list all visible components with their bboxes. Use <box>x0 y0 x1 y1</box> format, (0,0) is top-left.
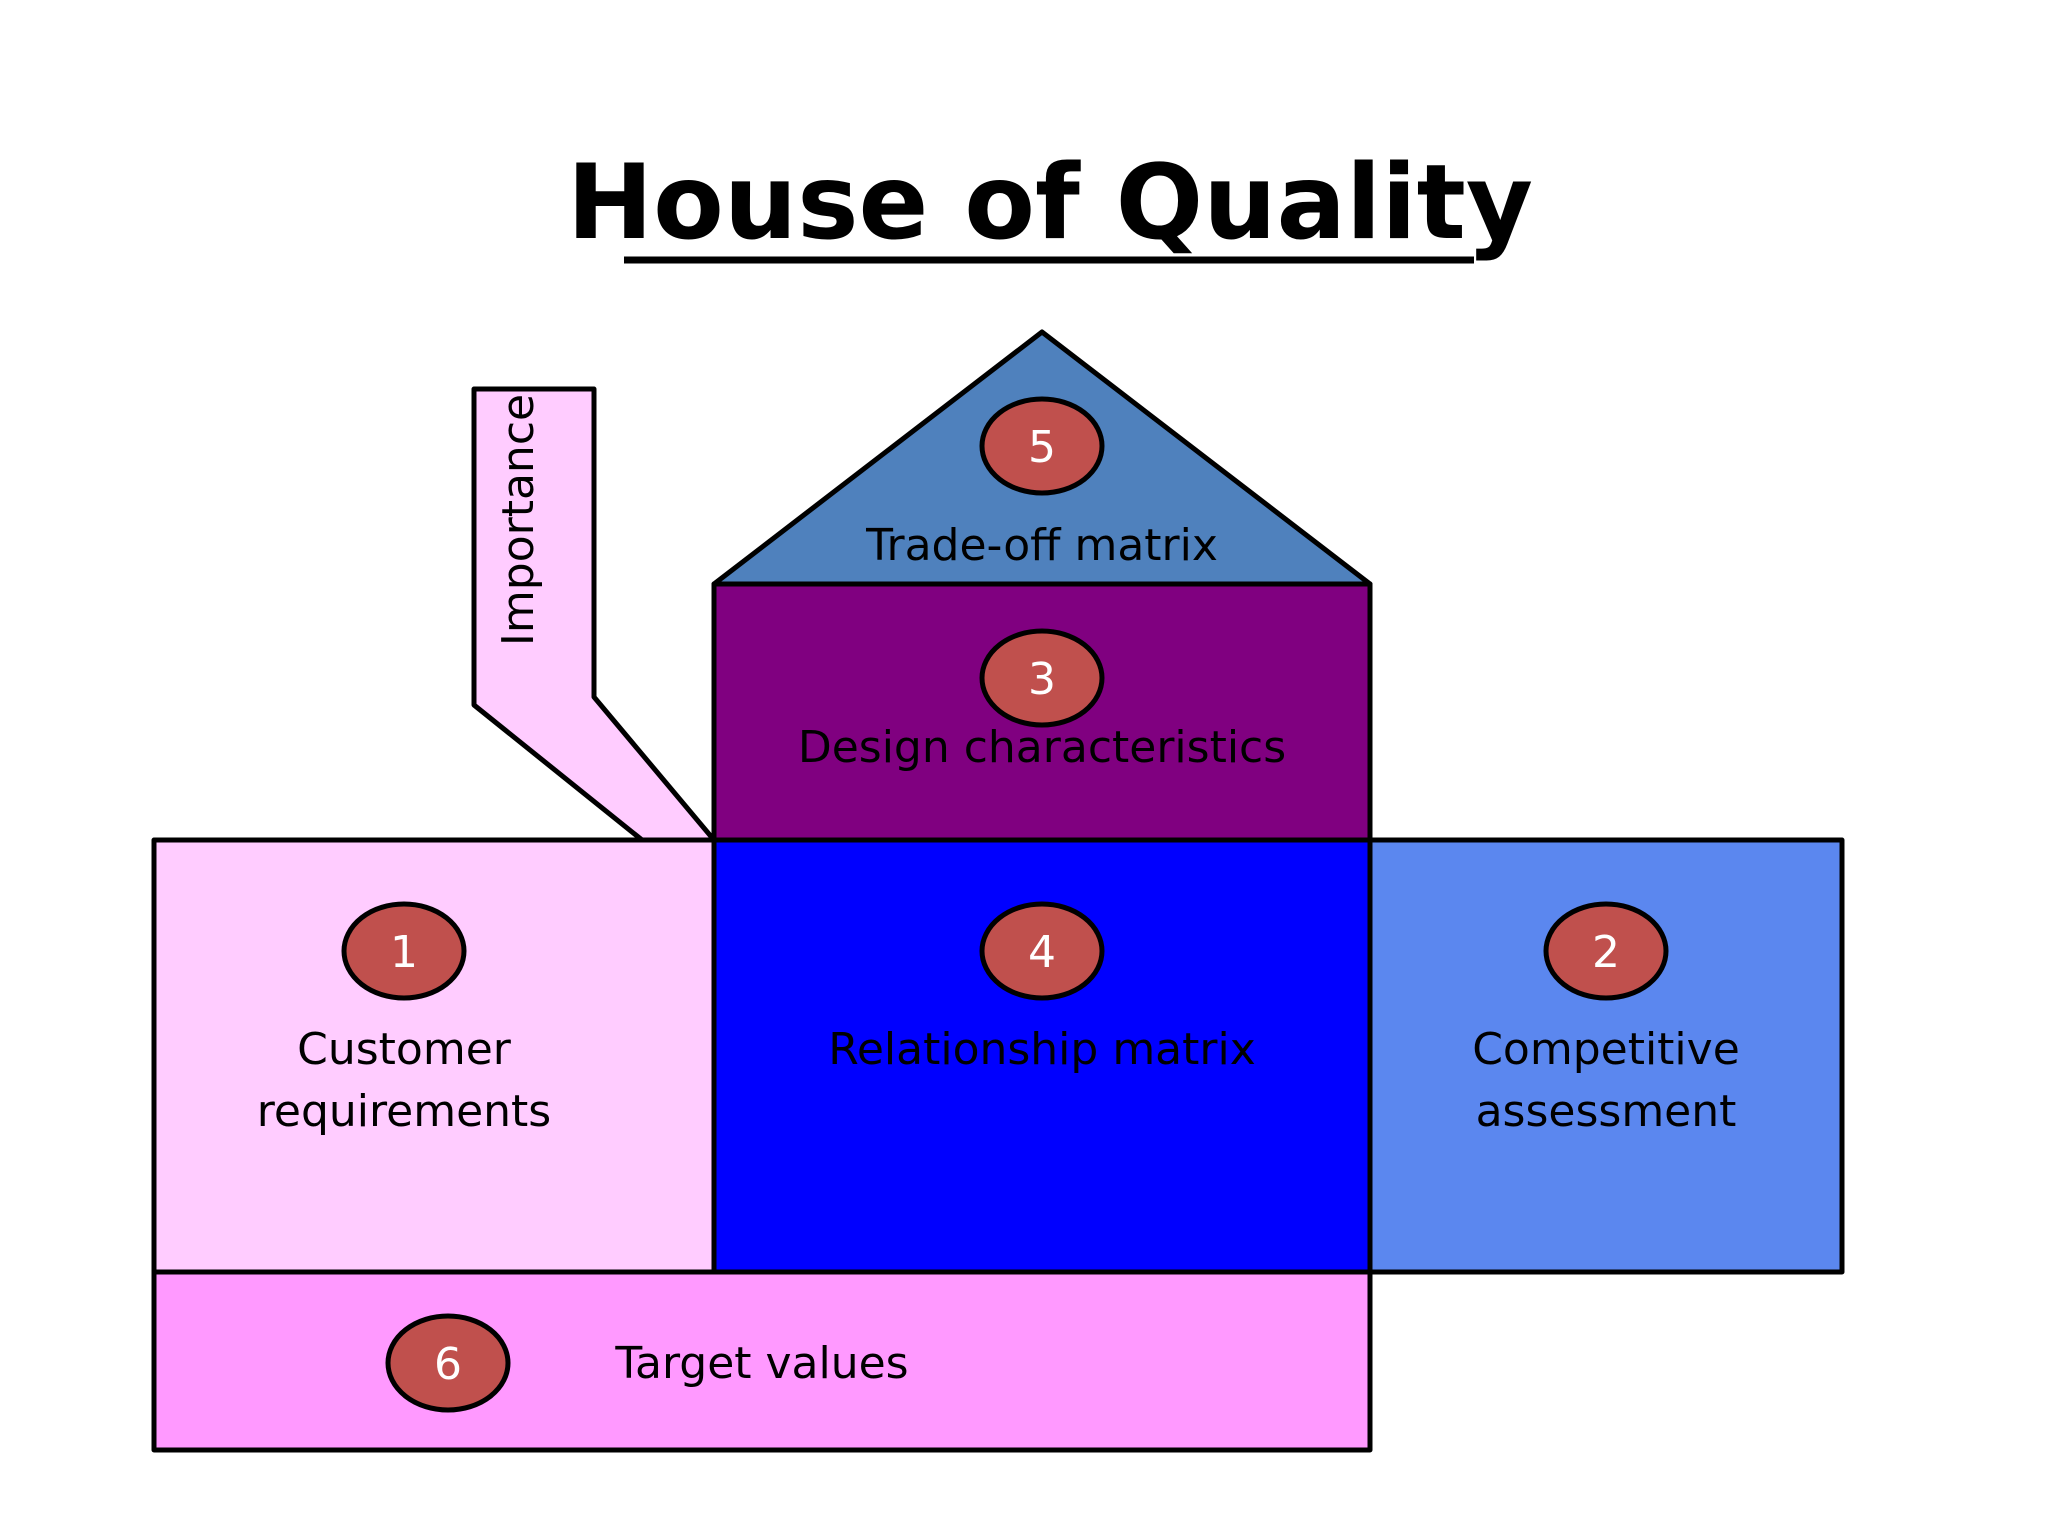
badge-2-circle <box>1543 901 1669 1001</box>
badge-3-circle <box>979 628 1105 728</box>
badge-4: 4 <box>979 901 1105 1001</box>
badge-6: 6 <box>385 1313 511 1413</box>
badge-5-number: 5 <box>1028 422 1056 473</box>
page-title: House of Quality <box>567 143 1533 263</box>
badge-3: 3 <box>979 628 1105 728</box>
design-characteristics-label: Design characteristics <box>798 722 1286 773</box>
relationship-matrix-label: Relationship matrix <box>828 1024 1256 1075</box>
customer-requirements-label-line1: Customer <box>297 1024 512 1075</box>
badge-2: 2 <box>1543 901 1669 1001</box>
badge-6-number: 6 <box>434 1339 462 1390</box>
badge-1-circle <box>341 901 467 1001</box>
badge-4-circle <box>979 901 1105 1001</box>
target-values-label: Target values <box>614 1338 908 1389</box>
badge-6-circle <box>385 1313 511 1413</box>
badge-3-number: 3 <box>1028 654 1056 705</box>
trade-off-matrix-label: Trade-off matrix <box>865 520 1218 571</box>
badge-5: 5 <box>979 396 1105 496</box>
badge-1-number: 1 <box>390 927 418 978</box>
importance-label: Importance <box>493 394 544 646</box>
competitive-assessment-label-line2: assessment <box>1476 1086 1737 1137</box>
badge-4-number: 4 <box>1028 927 1056 978</box>
badge-1: 1 <box>341 901 467 1001</box>
competitive-assessment-label-line1: Competitive <box>1472 1024 1740 1075</box>
customer-requirements-label-line2: requirements <box>257 1086 551 1137</box>
badge-2-number: 2 <box>1592 927 1620 978</box>
target-values-box <box>151 1269 1373 1453</box>
badge-5-circle <box>979 396 1105 496</box>
